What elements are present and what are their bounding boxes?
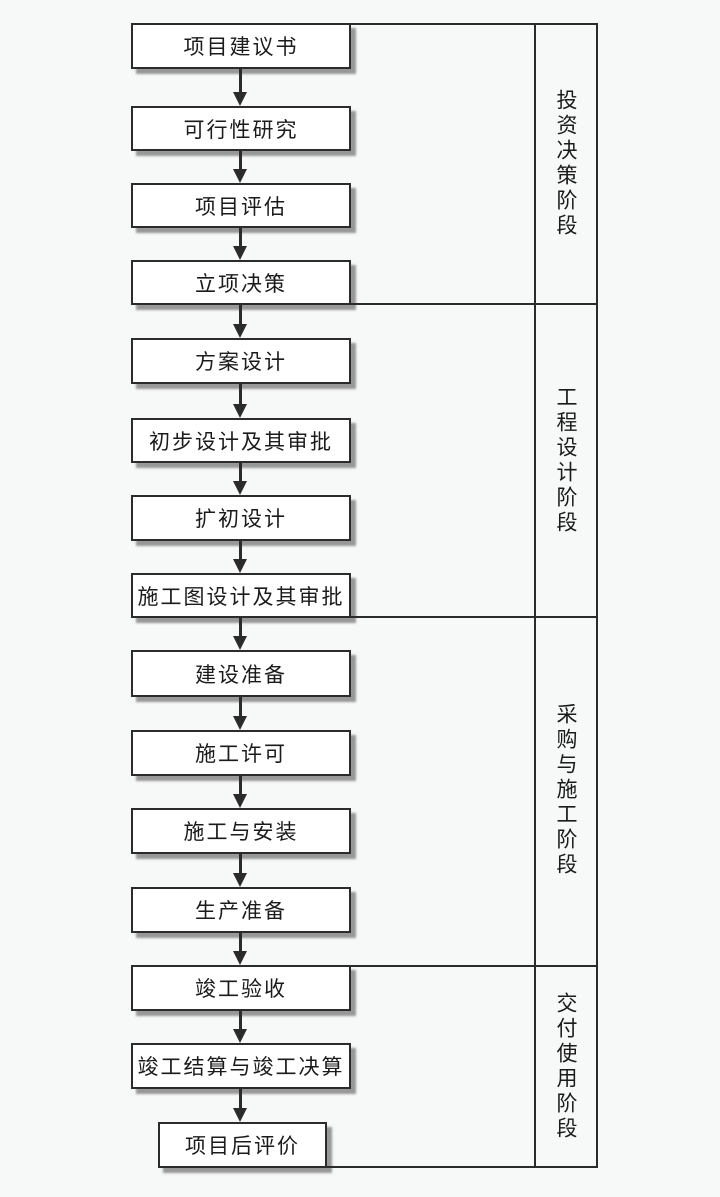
flow-arrow — [233, 697, 247, 730]
flow-step-label: 施工许可 — [195, 742, 287, 766]
flow-arrow — [233, 854, 247, 887]
flow-step-project-evaluation: 项目评估 — [131, 183, 351, 228]
flow-step-label: 项目建议书 — [183, 35, 299, 59]
flow-arrow — [233, 463, 247, 495]
phase-column — [534, 23, 598, 1168]
flow-step-feasibility-study: 可行性研究 — [131, 106, 351, 151]
phase-label-text: 投资决策阶段 — [554, 89, 578, 239]
flow-arrow — [233, 384, 247, 418]
phase-label-text: 工程设计阶段 — [554, 385, 578, 536]
phase-connector-line — [345, 965, 598, 967]
flow-step-label: 施工与安装 — [183, 820, 299, 844]
flow-step-label: 竣工结算与竣工决算 — [137, 1055, 345, 1079]
phase-label-delivery-use: 交付使用阶段 — [534, 965, 598, 1168]
flow-step-label: 项目评估 — [195, 194, 287, 219]
flow-step-approval-decision: 立项决策 — [131, 260, 351, 305]
flow-step-label: 扩初设计 — [195, 507, 287, 531]
flow-step-project-proposal: 项目建议书 — [131, 23, 351, 69]
flow-arrow — [233, 69, 247, 106]
flow-arrow — [233, 776, 247, 808]
phase-label-procurement-construction: 采购与施工阶段 — [534, 616, 598, 965]
phase-connector-line — [345, 23, 598, 25]
flow-step-construction-drawings: 施工图设计及其审批 — [131, 573, 351, 618]
flow-step-label: 方案设计 — [195, 350, 287, 374]
flow-arrow — [233, 151, 247, 183]
flow-step-production-prep: 生产准备 — [131, 887, 351, 933]
phase-connector-line — [345, 303, 598, 305]
flow-arrow — [233, 1011, 247, 1043]
flow-step-construction-permit: 施工许可 — [131, 730, 351, 776]
flow-arrow — [233, 228, 247, 260]
flow-step-scheme-design: 方案设计 — [131, 338, 351, 384]
phase-connector-line — [345, 616, 598, 618]
flow-step-label: 生产准备 — [195, 899, 287, 923]
flow-step-label: 建设准备 — [195, 662, 287, 687]
flow-arrow — [233, 933, 247, 965]
flow-arrow — [233, 618, 247, 650]
flow-step-final-settlement: 竣工结算与竣工决算 — [131, 1043, 351, 1089]
flow-step-post-evaluation: 项目后评价 — [158, 1122, 327, 1168]
phase-label-investment-decision: 投资决策阶段 — [534, 23, 598, 305]
flow-step-label: 竣工验收 — [195, 977, 287, 1001]
flow-arrow — [233, 541, 247, 573]
phase-label-text: 采购与施工阶段 — [554, 703, 578, 878]
flow-step-label: 项目后评价 — [185, 1134, 300, 1158]
flow-step-expanded-design: 扩初设计 — [131, 495, 351, 541]
flow-step-build-preparation: 建设准备 — [131, 650, 351, 697]
flow-step-construction-install: 施工与安装 — [131, 808, 351, 854]
phase-label-engineering-design: 工程设计阶段 — [534, 305, 598, 616]
phase-connector-line — [322, 1166, 598, 1168]
flow-arrow — [233, 1089, 247, 1122]
flow-step-completion-acceptance: 竣工验收 — [131, 965, 351, 1011]
phase-label-text: 交付使用阶段 — [554, 991, 578, 1142]
flow-step-label: 施工图设计及其审批 — [137, 584, 345, 609]
flow-step-label: 可行性研究 — [183, 117, 299, 142]
flow-step-preliminary-design: 初步设计及其审批 — [131, 418, 351, 463]
flow-step-label: 初步设计及其审批 — [149, 429, 333, 454]
flow-arrow — [233, 305, 247, 338]
flow-step-label: 立项决策 — [195, 271, 287, 296]
